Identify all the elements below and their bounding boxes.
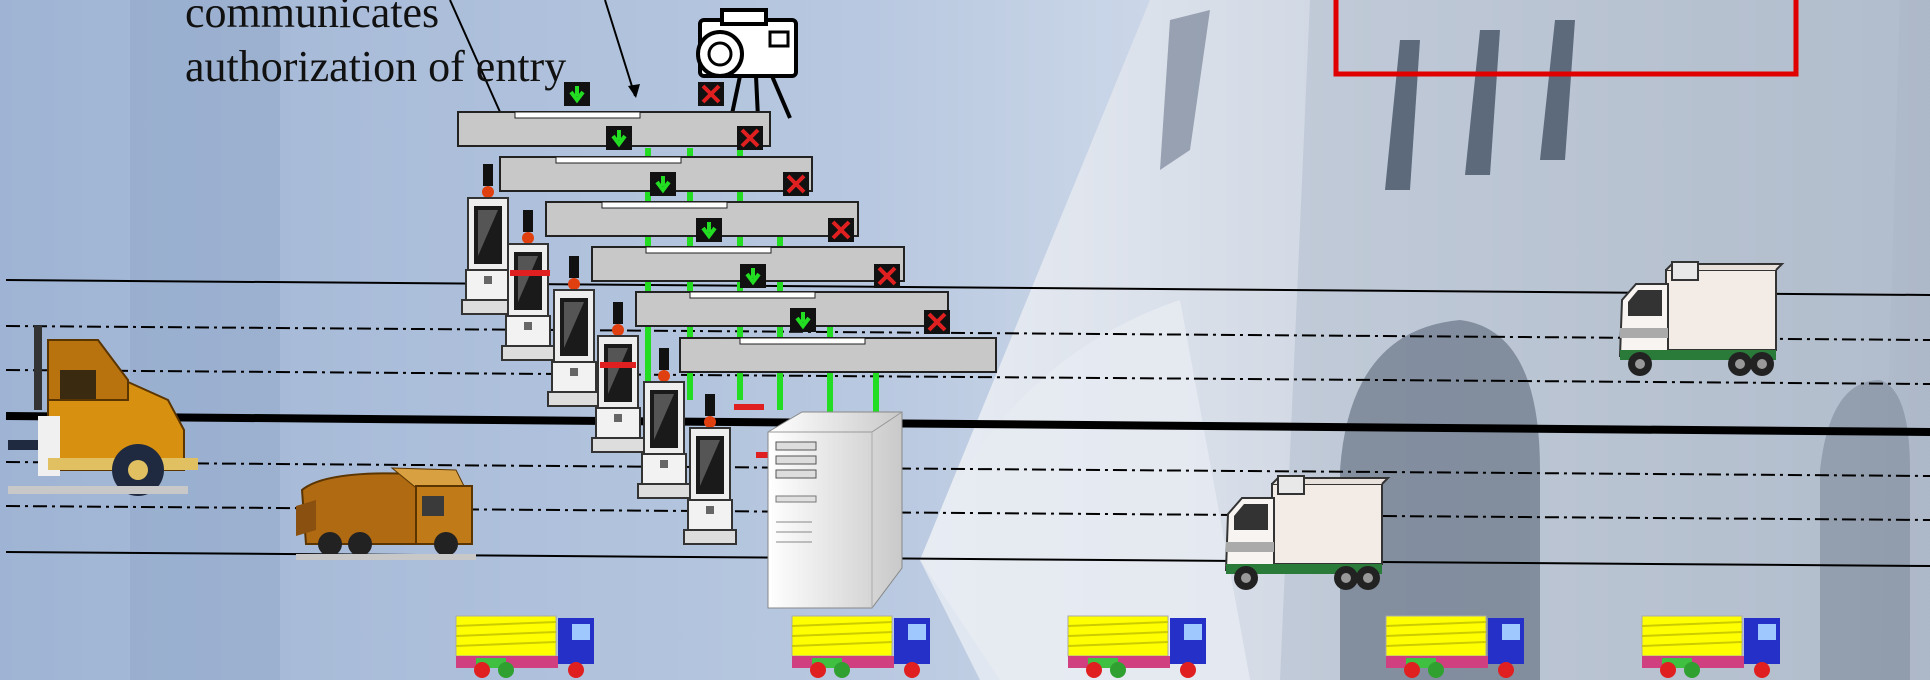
caption-line-2: authorization of entry	[185, 40, 566, 94]
caption-line-1: communicates	[185, 0, 566, 40]
caption: communicates authorization of entry	[185, 0, 566, 94]
server-tower-icon	[768, 412, 902, 608]
